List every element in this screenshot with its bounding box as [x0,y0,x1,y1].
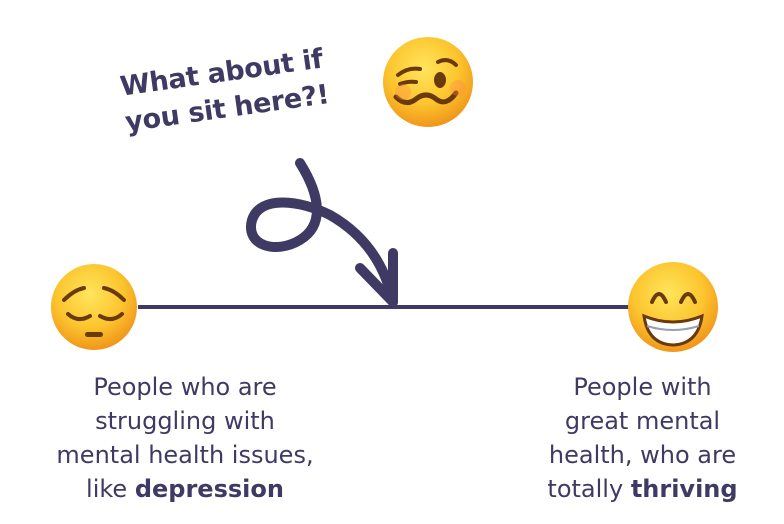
right-label-bold: thriving [630,475,738,503]
right-end-label: People with great mental health, who are… [510,370,775,506]
grinning-face-icon [628,262,718,352]
right-label-line: health, who are [548,441,737,469]
left-label-line: People who are [93,373,277,401]
woozy-face-icon [383,37,473,127]
right-label-prefix: totally [547,475,631,503]
left-label-line: like depression [10,472,360,506]
left-label-line: mental health issues, [56,441,314,469]
right-label-line: great mental [564,407,721,435]
left-label-prefix: like [86,475,135,503]
right-label-line: totally thriving [510,472,775,506]
curly-arrow-icon [246,158,398,307]
left-end-label: People who are struggling with mental he… [10,370,360,506]
right-label-line: People with [573,373,712,401]
left-label-bold: depression [134,475,284,503]
left-label-line: struggling with [95,407,275,435]
pensive-face-icon [51,264,137,350]
